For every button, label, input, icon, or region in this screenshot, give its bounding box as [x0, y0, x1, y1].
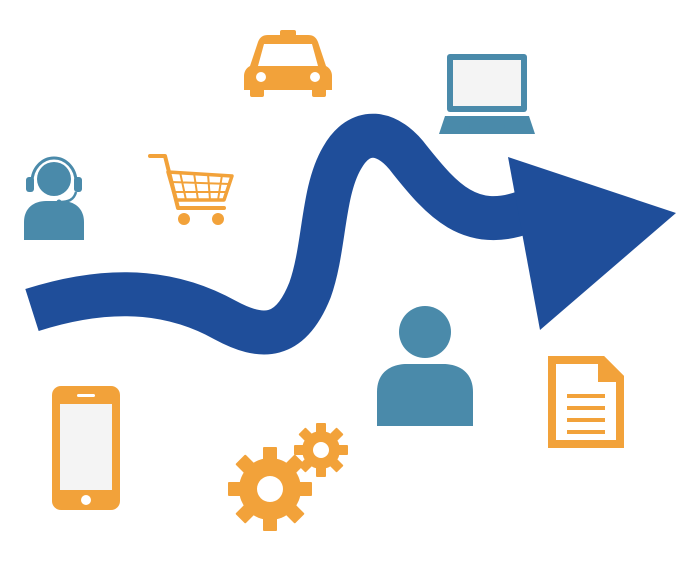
- shopping-cart-icon: [148, 154, 234, 225]
- small-gear-icon: [294, 423, 348, 477]
- large-gear-icon: [228, 447, 312, 531]
- gears-icon: [228, 423, 348, 531]
- customer-support-icon: [24, 156, 84, 240]
- laptop-icon: [439, 54, 535, 134]
- smartphone-icon: [52, 386, 120, 510]
- taxi-icon: [244, 30, 332, 97]
- user-icon: [377, 306, 473, 426]
- document-icon: [548, 356, 624, 448]
- journey-arrow-body: [25, 113, 533, 355]
- journey-arrow: [25, 113, 676, 355]
- journey-arrow-head: [508, 157, 676, 330]
